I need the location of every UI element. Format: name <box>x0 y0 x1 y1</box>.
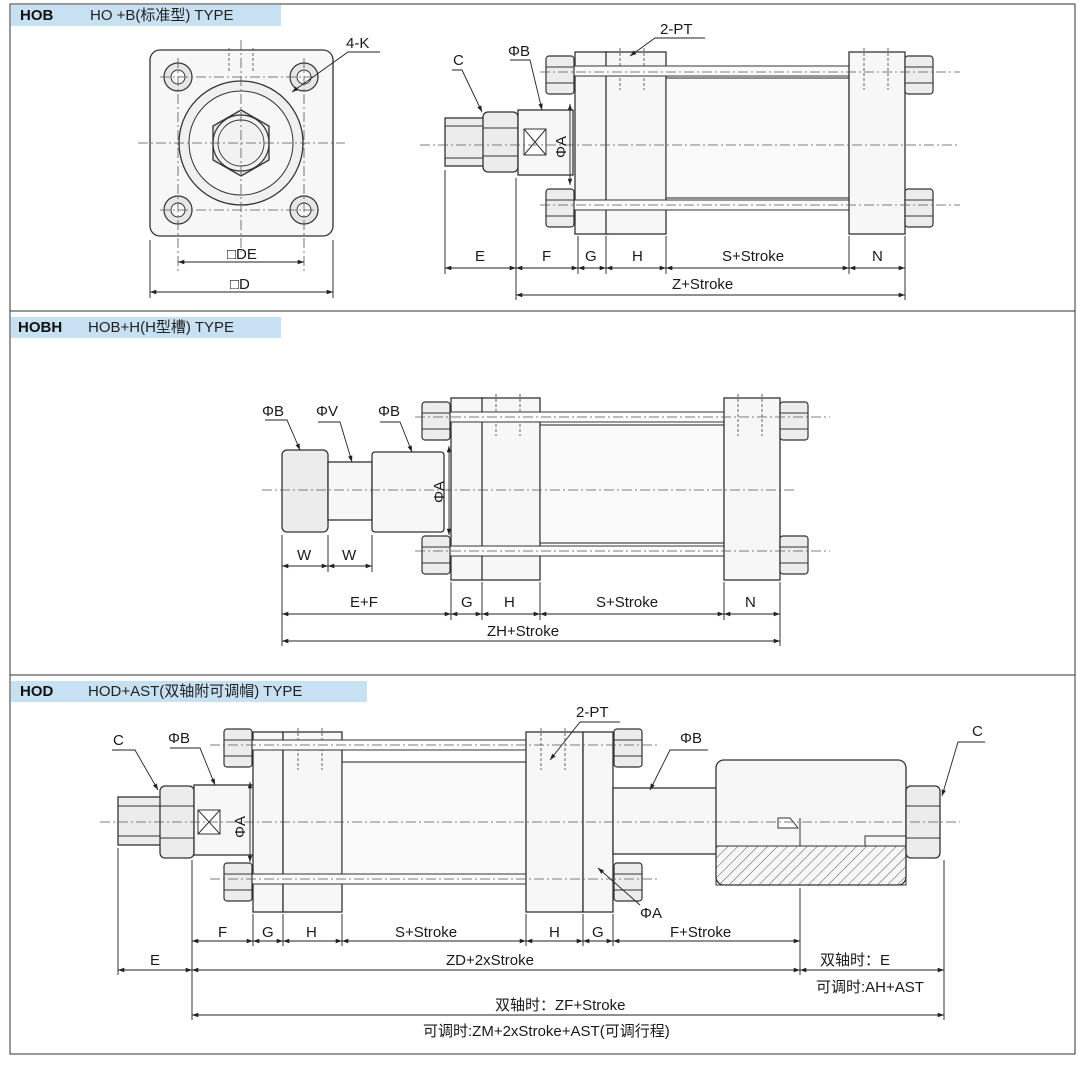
dim-label-h: H <box>504 594 515 611</box>
dim-label-e-plus-f: E+F <box>350 594 378 611</box>
dim-label-zd-stroke: ZD+2xStroke <box>446 952 534 969</box>
dim-label-phib-right: ΦB <box>680 730 702 747</box>
dim-label-dual-e: 双轴时：E <box>820 952 890 969</box>
dim-label-4k: 4-K <box>346 35 369 52</box>
section-title-hob: HO +B(标准型) TYPE <box>90 7 234 24</box>
section-code-hobh: HOBH <box>18 319 62 336</box>
dim-label-2pt: 2-PT <box>660 21 693 38</box>
dim-label-f-stroke: F+Stroke <box>670 924 731 941</box>
dim-label-f: F <box>542 248 551 265</box>
dim-label-n: N <box>745 594 756 611</box>
dim-label-phia-right: ΦA <box>640 905 662 922</box>
dim-label-phib-left: ΦB <box>168 730 190 747</box>
dim-label-e: E <box>475 248 485 265</box>
dim-label-phib: ΦB <box>508 43 530 60</box>
hobh-side-view <box>262 394 830 646</box>
dim-label-phia-left: ΦA <box>232 816 249 838</box>
dim-label-phiv: ΦV <box>316 403 338 420</box>
section-header-hobh: HOBH HOB+H(H型槽) TYPE <box>11 317 281 338</box>
dim-label-w-1: W <box>297 547 312 564</box>
section-title-hobh: HOB+H(H型槽) TYPE <box>88 319 234 336</box>
dim-label-h-1: H <box>306 924 317 941</box>
dim-label-c-left: C <box>113 732 124 749</box>
hod-side-view <box>100 721 985 1020</box>
dim-label-phib-1: ΦB <box>262 403 284 420</box>
dim-label-adj-ah: 可调时:AH+AST <box>816 979 924 996</box>
hob-front-view <box>138 40 380 298</box>
dim-label-s-stroke: S+Stroke <box>395 924 457 941</box>
dim-label-dual-zf: 双轴时：ZF+Stroke <box>495 997 625 1014</box>
section-header-hob: HOB HO +B(标准型) TYPE <box>11 5 281 26</box>
dim-label-zh-stroke: ZH+Stroke <box>487 623 559 640</box>
dim-label-adj-zm: 可调时:ZM+2xStroke+AST(可调行程) <box>423 1023 670 1040</box>
dim-label-2pt: 2-PT <box>576 704 609 721</box>
hob-side-view <box>420 37 960 300</box>
dim-label-w-2: W <box>342 547 357 564</box>
dim-label-c-right: C <box>972 723 983 740</box>
sheet-border <box>9 3 1076 1055</box>
section-code-hob: HOB <box>20 7 54 24</box>
dim-label-phia: ΦA <box>431 481 448 503</box>
dim-label-g-1: G <box>262 924 274 941</box>
dim-label-s-stroke: S+Stroke <box>722 248 784 265</box>
section-code-hod: HOD <box>20 683 54 700</box>
dim-label-n: N <box>872 248 883 265</box>
dim-label-c: C <box>453 52 464 69</box>
dim-label-g: G <box>461 594 473 611</box>
dim-label-g-2: G <box>592 924 604 941</box>
dim-label-s-stroke: S+Stroke <box>596 594 658 611</box>
dim-label-h: H <box>632 248 643 265</box>
dim-label-f: F <box>218 924 227 941</box>
dim-label-phib-2: ΦB <box>378 403 400 420</box>
dim-label-h-2: H <box>549 924 560 941</box>
dim-label-g: G <box>585 248 597 265</box>
dim-label-d: □D <box>230 276 250 293</box>
section-title-hod: HOD+AST(双轴附可调帽) TYPE <box>88 683 302 700</box>
dim-label-z-stroke: Z+Stroke <box>672 276 733 293</box>
dim-label-phia: ΦA <box>553 136 570 158</box>
dim-label-de: □DE <box>227 246 257 263</box>
section-header-hod: HOD HOD+AST(双轴附可调帽) TYPE <box>11 681 367 702</box>
dim-label-e: E <box>150 952 160 969</box>
